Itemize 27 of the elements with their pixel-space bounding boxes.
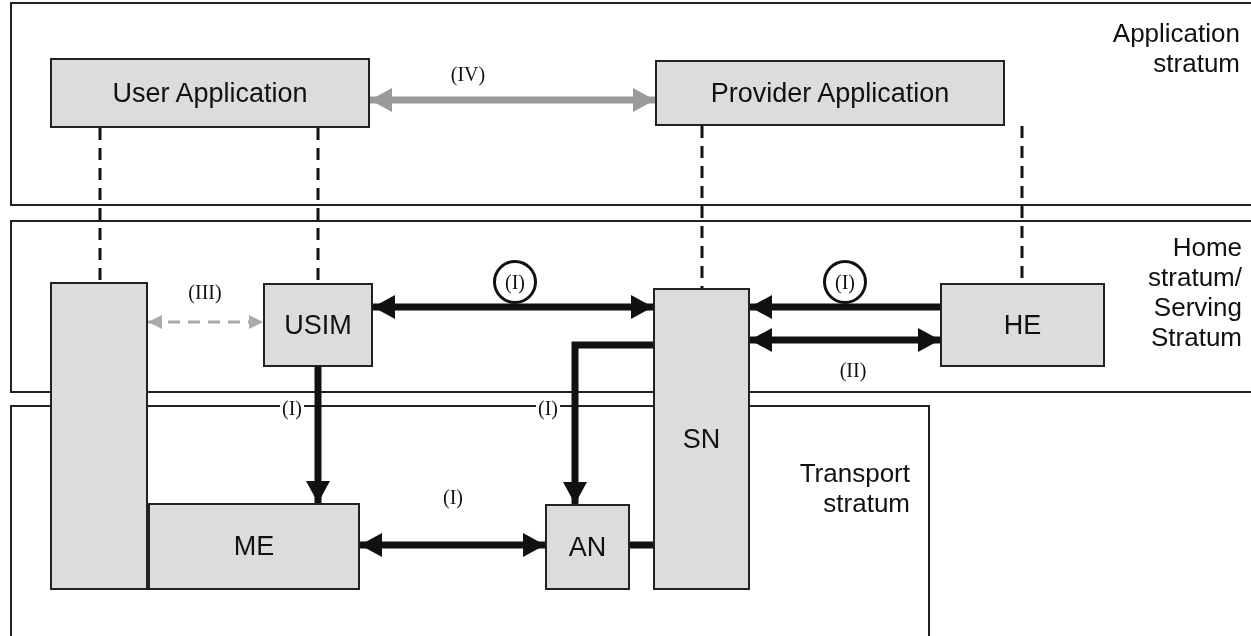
arrow [307,367,329,503]
arrow [373,296,653,318]
stratum-band [10,220,1251,393]
stratum-title: Application stratum [1111,18,1240,78]
arrow [750,329,940,351]
entity-box: HE [940,283,1105,367]
connector-line [700,126,704,288]
connector-line [98,128,102,282]
connector-line [630,541,653,549]
connector-line [316,128,320,283]
stratum-title: Transport stratum [798,458,910,518]
entity-box: Provider Application [655,60,1005,126]
entity-box: USIM [263,283,373,367]
stratum-band [10,2,1251,206]
entity-box: SN [653,288,750,590]
arrow [148,315,263,329]
entity-box: User Application [50,58,370,128]
arrow [370,89,655,111]
arrow [564,341,653,504]
arrow [750,296,940,318]
entity-box: AN [545,504,630,590]
entity-box: ME [148,503,360,590]
arrow [360,534,545,556]
edge-label: (I) [823,260,867,304]
empty-box [50,282,148,590]
stratum-title: Home stratum/ Serving Stratum [1147,232,1242,352]
edge-label: (I) [493,260,537,304]
